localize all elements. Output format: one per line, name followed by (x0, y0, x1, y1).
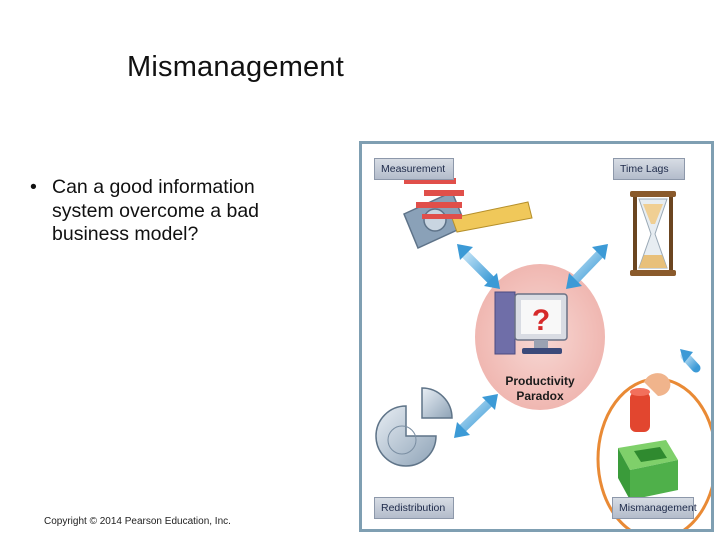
copyright-footer: Copyright © 2014 Pearson Education, Inc. (44, 516, 231, 527)
pie-coin-icon (376, 388, 452, 466)
bullet-item: • Can a good information system overcome… (30, 176, 310, 247)
productivity-paradox-caption: Productivity Paradox (495, 374, 585, 404)
hand-block-icon (618, 373, 678, 500)
slide-title: Mismanagement (127, 51, 344, 84)
caption-line-1: Productivity (495, 374, 585, 389)
bullet-marker: • (30, 176, 37, 200)
arrow-bottom-left (462, 402, 490, 429)
figure-artwork: ? (362, 144, 711, 529)
question-mark-glyph: ? (532, 304, 550, 337)
label-redistribution: Redistribution (374, 497, 454, 519)
caption-line-2: Paradox (495, 389, 585, 404)
arrow-top-right (574, 254, 600, 281)
hourglass-icon (630, 191, 676, 276)
label-time-lags: Time Lags (613, 158, 685, 180)
label-measurement: Measurement (374, 158, 454, 180)
bullet-text: Can a good information system overcome a… (52, 176, 310, 247)
arrow-top-left (465, 254, 492, 281)
tape-measure-icon (404, 178, 532, 248)
productivity-paradox-figure: ? Measurement Time Lags Redistribution M… (359, 141, 714, 532)
label-mismanagement: Mismanagement (612, 497, 694, 519)
